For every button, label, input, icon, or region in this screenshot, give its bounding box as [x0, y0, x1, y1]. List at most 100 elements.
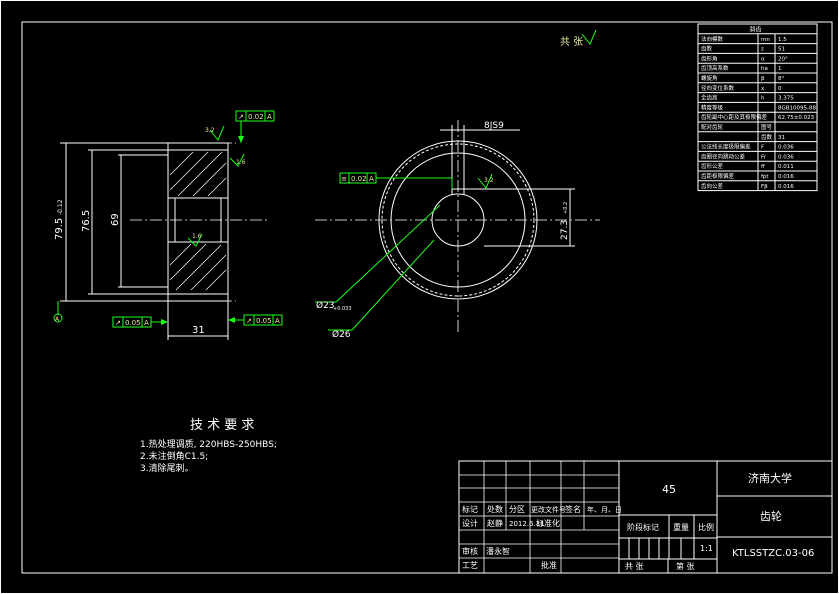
param-name: 齿轮副中心距及其极限偏差 — [701, 113, 768, 121]
tb-h-date: 年、月、日 — [587, 505, 622, 514]
tolerance-frame-left: ↗ 0.05 A — [112, 316, 168, 328]
param-table-header: 斜齿 — [750, 26, 762, 34]
datum-a: A — [55, 316, 60, 323]
param-symbol: ha — [761, 66, 768, 72]
dim-key-depth: 27.3 — [560, 220, 570, 240]
roughness-mark-top — [581, 29, 597, 45]
param-name: 法向模数 — [701, 35, 724, 43]
param-value: 8° — [778, 76, 784, 82]
param-value: 0.036 — [778, 145, 794, 151]
dim-bore-tol: +0.033 — [333, 306, 352, 312]
param-value: 31 — [778, 135, 785, 141]
tech-requirements: 技 术 要 求 1.热处理调质, 220HBS-250HBS; 2.未注倒角C1… — [140, 418, 277, 474]
tb-process-label: 工艺 — [462, 561, 478, 570]
param-symbol: z — [761, 47, 764, 53]
tb-reviewer: 潘永智 — [486, 546, 510, 556]
svg-text:A: A — [267, 113, 272, 121]
svg-text:↗: ↗ — [246, 317, 252, 325]
param-symbol: Fr — [761, 154, 767, 160]
hatch-top — [169, 151, 227, 197]
svg-text:0.02: 0.02 — [248, 113, 264, 121]
tb-sheet-no: 第 张 — [676, 561, 695, 571]
tech-title: 技 术 要 求 — [190, 418, 254, 433]
dim-bore: Ø23 — [316, 300, 335, 311]
param-name: 螺旋角 — [701, 74, 718, 82]
top-sheets-label: 共 张 — [560, 36, 583, 48]
svg-text:3.2: 3.2 — [205, 127, 215, 134]
svg-text:3.2: 3.2 — [484, 177, 494, 184]
svg-text:0.02: 0.02 — [351, 175, 367, 183]
dim-keyway: 8JS9 — [484, 121, 504, 131]
param-value: 8GB10095-88 — [778, 105, 817, 111]
tb-h-zone: 分区 — [509, 505, 525, 514]
roughness-side — [229, 153, 245, 167]
tb-drawing-no: KTLSSTZC.03-06 — [732, 548, 814, 559]
tolerance-frame-key: ≡ 0.02 A — [339, 172, 453, 189]
param-name: 齿向公差 — [701, 182, 724, 190]
tb-h-sign: 签名 — [565, 504, 581, 514]
svg-text:↗: ↗ — [115, 319, 121, 327]
tb-date: 2012.6.11 — [509, 520, 545, 528]
svg-text:↗: ↗ — [238, 113, 244, 121]
tb-designer: 赵静 — [487, 518, 503, 528]
tb-review-label: 审核 — [462, 546, 478, 556]
param-symbol: h — [761, 96, 765, 102]
tb-material: 45 — [662, 483, 676, 496]
param-value: 0.011 — [778, 164, 794, 170]
tb-weight-label: 重量 — [673, 522, 689, 532]
dim-outer: 79.5 — [54, 218, 65, 240]
param-value: 0.036 — [778, 154, 794, 160]
svg-text:A: A — [144, 319, 149, 327]
dim-outer-tol: -0.12 — [57, 199, 64, 215]
param-name: 径向变位系数 — [701, 84, 735, 92]
tolerance-frame-right: ↗ 0.05 A — [228, 314, 283, 326]
tb-sheets-total: 共 张 — [625, 562, 644, 571]
param-value: 0.016 — [778, 174, 794, 180]
tb-university: 济南大学 — [748, 471, 792, 485]
param-name: 齿数 — [701, 45, 713, 53]
param-value: 0.016 — [778, 184, 794, 190]
tb-design-label: 设计 — [462, 518, 478, 528]
param-value: 51 — [778, 47, 785, 53]
tb-std-label: 标准化 — [536, 518, 560, 528]
param-symbol: mn — [761, 37, 770, 43]
param-symbol: x — [761, 86, 765, 92]
svg-text:A: A — [369, 175, 374, 183]
tech-item-1: 1.热处理调质, 220HBS-250HBS; — [140, 438, 277, 450]
param-symbol: Fβ — [761, 184, 768, 190]
svg-text:1.6: 1.6 — [192, 233, 202, 240]
param-value: 1.5 — [778, 37, 787, 43]
roughness-face — [209, 125, 225, 141]
tech-item-3: 3.清除尾刺。 — [140, 462, 194, 474]
param-name: 公法线长度极限偏差 — [701, 143, 751, 151]
param-value: 20° — [778, 56, 788, 62]
svg-text:0.05: 0.05 — [256, 317, 272, 325]
side-view: 8JS9 27.3 +0.2 ≡ 0.02 A 3.2 Ø23 +0.033 Ø… — [315, 120, 600, 340]
title-block: 45 济南大学 齿轮 KTLSSTZC.03-06 1:1 标记 处数 分区 更… — [458, 460, 833, 574]
svg-text:A: A — [275, 317, 280, 325]
tb-scale: 1:1 — [700, 544, 713, 553]
param-value: 1 — [778, 66, 782, 72]
tb-h-mark: 标记 — [462, 504, 478, 514]
inner-border — [21, 21, 833, 574]
param-value: 62.75±0.023 — [778, 115, 815, 121]
roughness-key — [477, 173, 493, 189]
tb-part-name: 齿轮 — [760, 509, 782, 523]
dim-hub-dia: Ø26 — [332, 329, 351, 340]
tech-item-2: 2.未注倒角C1.5; — [140, 450, 208, 462]
dim-width: 31 — [192, 325, 205, 336]
tb-h-count: 处数 — [487, 504, 503, 514]
tb-h-change: 更改文件号 — [531, 505, 566, 514]
param-symbol: 齿数 — [761, 133, 773, 141]
param-name: 齿形角 — [701, 54, 718, 62]
svg-text:≡: ≡ — [341, 175, 347, 183]
param-value: 0 — [778, 86, 782, 92]
tolerance-frame-top: ↗ 0.02 A — [235, 110, 275, 143]
param-symbol: ff — [761, 164, 765, 170]
param-value: 3.375 — [778, 96, 794, 102]
param-symbol: F — [761, 145, 764, 151]
dim-root: 76.5 — [81, 210, 92, 232]
param-name: 齿顶高系数 — [701, 64, 729, 72]
